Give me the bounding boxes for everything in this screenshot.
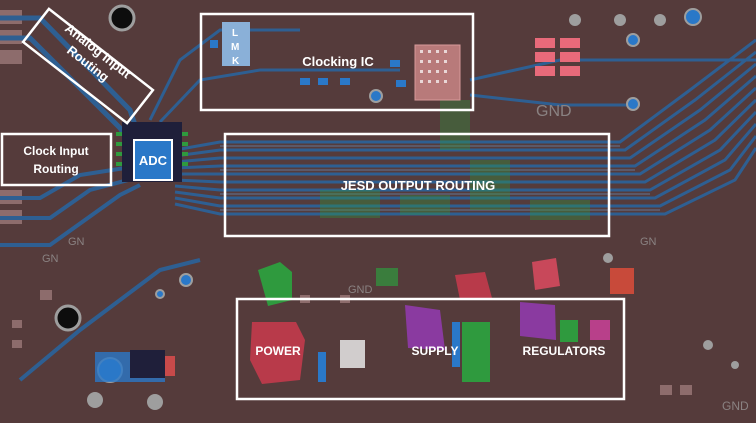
magenta-pad-right [590, 320, 610, 340]
jesd-routing-box [223, 132, 611, 238]
clock-input-box [0, 132, 113, 187]
faint-green-pour [320, 100, 590, 220]
power-label: POWER [255, 344, 301, 358]
regulators-label: REGULATORS [523, 344, 606, 358]
adc-pins [116, 132, 188, 166]
green-pour-right [560, 320, 578, 342]
jesd-trace-highlights [220, 145, 660, 211]
red-pour-right [455, 272, 492, 300]
lmk-letter-m: M [231, 42, 239, 53]
jesd-output-label: JESD OUTPUT ROUTING [341, 178, 496, 193]
purple-pour-supply [405, 305, 445, 350]
lower-left-trace-2 [18, 258, 201, 382]
lower-left-trace [0, 183, 141, 247]
pink-capacitors [535, 38, 580, 76]
gnd-label-bottom-left: GN [42, 253, 59, 265]
clocking-ic-box [199, 12, 475, 112]
pink-pour-right [532, 258, 560, 290]
round-pads [87, 14, 739, 410]
blue-component-left [318, 352, 326, 382]
green-connector [376, 268, 398, 286]
clock-ic-small-parts [210, 40, 406, 87]
clock-input-label-line2: Routing [33, 162, 78, 176]
gnd-label-mid: GND [348, 284, 373, 296]
gnd-label-left: GN [68, 236, 85, 248]
clocking-ic-label: Clocking IC [302, 54, 374, 69]
lmk-letter-l: L [232, 28, 238, 39]
purple-pour-regulators [520, 302, 556, 340]
gnd-label-bottom-right: GND [722, 399, 749, 413]
jesd-output-traces [174, 38, 756, 216]
supply-label: SUPPLY [412, 344, 459, 358]
adc-label: ADC [139, 153, 168, 168]
red-pour-power [250, 322, 305, 384]
annotation-boxes [0, 7, 626, 401]
green-pour-top [258, 262, 292, 306]
gnd-label-right: GN [640, 236, 657, 248]
clock-ic-pins [420, 50, 447, 83]
clock-input-label-line1: Clock Input [23, 144, 88, 158]
gnd-label-top-right: GND [536, 103, 572, 120]
lmk-letter-k: K [232, 56, 240, 67]
white-component [340, 340, 365, 368]
lower-left-components [95, 350, 175, 382]
blue-component-mid [452, 322, 460, 367]
adc-chip [133, 139, 173, 181]
lmk-chip [222, 22, 250, 66]
analog-input-box [21, 7, 155, 125]
green-pour-supply [462, 322, 490, 382]
red-pad-far-right [610, 268, 634, 294]
power-supply-box [235, 297, 626, 401]
